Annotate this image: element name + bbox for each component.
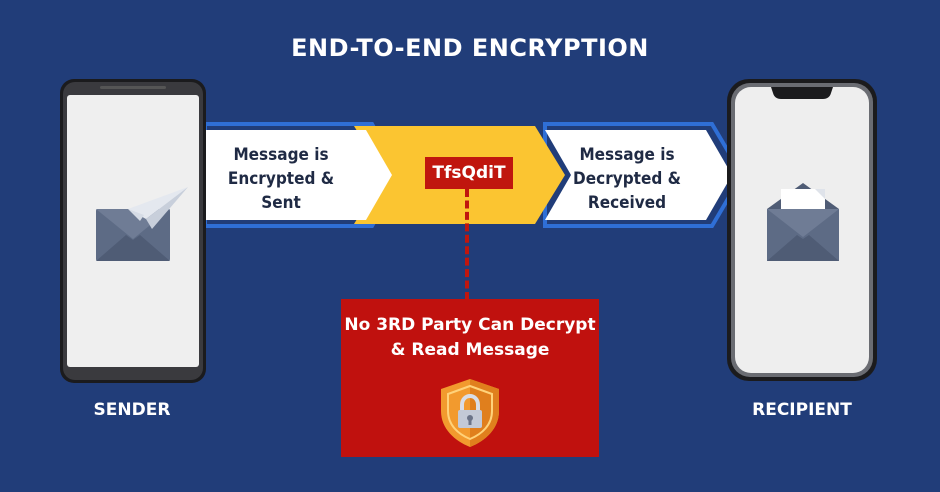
recipient-label: RECIPIENT	[752, 400, 852, 420]
encrypt-line-1: Message is	[233, 145, 329, 165]
decrypt-line-3: Received	[587, 193, 667, 213]
decrypt-arrow	[545, 130, 732, 220]
third-party-warning-box: No 3RD Party Can Decrypt & Read Message	[341, 299, 599, 457]
dashed-connector	[465, 189, 469, 300]
encrypt-line-3: Sent	[261, 193, 301, 213]
decrypt-line-2: Decrypted &	[573, 169, 681, 189]
sender-phone	[60, 79, 206, 383]
paper-plane-icon	[128, 187, 188, 229]
sender-label: SENDER	[93, 400, 171, 420]
warning-text: No 3RD Party Can Decrypt & Read Message	[341, 313, 599, 363]
page-title: END-TO-END ENCRYPTION	[291, 34, 649, 62]
decrypt-line-1: Message is	[579, 145, 675, 165]
open-envelope-icon	[767, 183, 839, 261]
decrypt-step-text: Message is Decrypted & Received	[558, 143, 696, 215]
warning-line-2: & Read Message	[390, 340, 550, 360]
warning-line-1: No 3RD Party Can Decrypt	[344, 315, 596, 335]
encrypt-arrow	[205, 130, 392, 220]
recipient-phone	[727, 79, 877, 381]
cipher-text-badge: TfsQdiT	[425, 157, 513, 189]
encrypt-line-2: Encrypted &	[227, 169, 335, 189]
shield-lock-icon	[441, 379, 499, 447]
encrypt-step-text: Message is Encrypted & Sent	[212, 143, 350, 215]
